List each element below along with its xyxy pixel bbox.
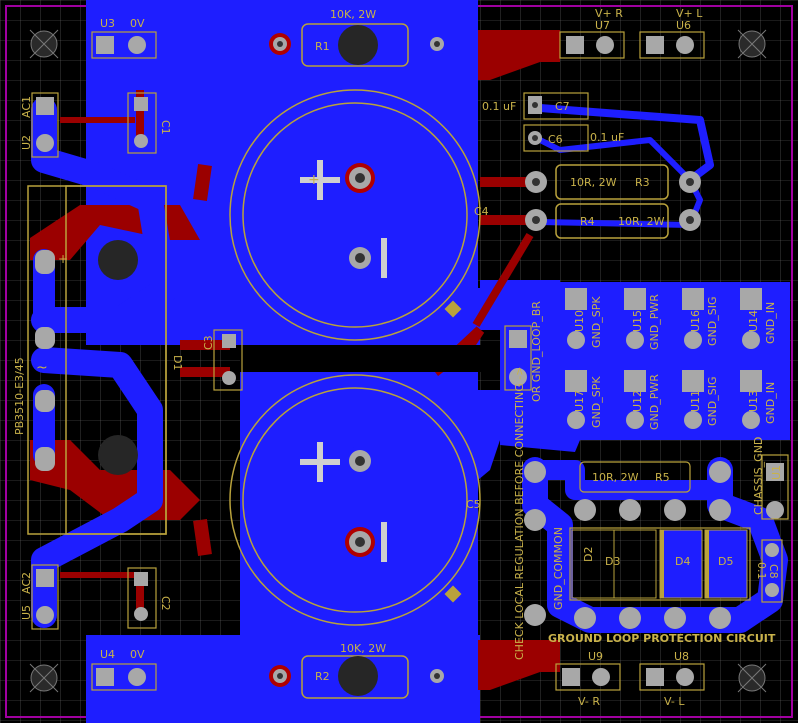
label-u9: U9 — [588, 650, 603, 663]
label-u5: U5 — [20, 605, 33, 620]
label-c6-value: 0.1 uF — [590, 131, 624, 144]
resistor-r4 — [525, 203, 701, 239]
label-gnd-header-ref: U15 — [631, 310, 644, 332]
label-gnd-header-net: GND_SIG — [706, 377, 719, 426]
label-gnd-header-ref: U10 — [573, 310, 586, 332]
label-gnd-header-ref: U11 — [689, 390, 702, 412]
label-c6: C6 — [548, 133, 563, 146]
label-u4-value: 0V — [130, 648, 145, 661]
label-d2: D2 — [582, 547, 595, 562]
label-r5: R5 — [655, 471, 670, 484]
label-gnd-header-ref: U12 — [631, 390, 644, 412]
label-d3: D3 — [605, 555, 620, 568]
label-d4: D4 — [675, 555, 690, 568]
label-u6-value: V+ L — [676, 7, 703, 20]
label-gnd-common: GND_COMMON — [552, 527, 565, 610]
label-gnd-header-ref: U16 — [689, 310, 702, 332]
label-r3: R3 — [635, 176, 650, 189]
resistor-r1 — [269, 23, 448, 67]
label-u1-value: CHASSIS_GND — [752, 437, 765, 515]
label-gnd-header-ref: U14 — [747, 310, 760, 332]
tilde-sign-bridge: ~ — [36, 360, 48, 376]
capacitor-c4 — [229, 89, 481, 341]
capacitor-c6-c7 — [523, 92, 589, 152]
label-gnd-header-net: GND_SPK — [590, 296, 603, 348]
gnd-headers-pads — [565, 288, 762, 429]
label-d5: D5 — [718, 555, 733, 568]
label-gnd-header-ref: U13 — [747, 390, 760, 412]
label-r1: R1 — [315, 40, 330, 53]
label-r3-value: 10R, 2W — [570, 176, 617, 189]
label-r5-value: 10R, 2W — [592, 471, 639, 484]
label-u6: U6 — [676, 19, 691, 32]
label-u2: U2 — [20, 135, 33, 150]
label-gnd-header-ref: U17 — [573, 390, 586, 412]
capacitor-c5 — [229, 374, 481, 626]
label-gnd-header-net: GND_SPK — [590, 376, 603, 428]
label-u7-value: V+ R — [595, 7, 623, 20]
resistor-r2 — [269, 655, 448, 699]
label-r2-value: 10K, 2W — [340, 642, 386, 655]
label-c2: C2 — [159, 596, 172, 611]
label-u4: U4 — [100, 648, 115, 661]
label-d1: D1 — [171, 355, 184, 370]
label-c5: C5 — [466, 498, 481, 511]
ground-loop-title: GROUND LOOP PROTECTION CIRCUIT — [548, 632, 776, 645]
label-gnd-header-net: GND_PWR — [648, 374, 661, 430]
label-gnd-header-net: GND_PWR — [648, 294, 661, 350]
label-gnd-loop-br: OR GND_LOOP_BR — [530, 301, 543, 402]
label-gnd-header-net: GND_SIG — [706, 297, 719, 346]
label-c8: C8 — [767, 564, 780, 579]
label-u5-value: AC2 — [20, 572, 33, 594]
ground-loop-section — [524, 454, 789, 629]
label-u3: U3 — [100, 17, 115, 30]
label-u8-value: V- L — [664, 695, 685, 708]
label-u9-value: V- R — [578, 695, 600, 708]
label-c3: C3 — [202, 335, 215, 350]
separation-gap — [240, 345, 480, 372]
label-c7: C7 — [555, 100, 570, 113]
mounting-holes — [29, 29, 767, 693]
header-pads — [31, 31, 705, 691]
label-r2: R2 — [315, 670, 330, 683]
label-c7-value: 0.1 uF — [482, 100, 516, 113]
label-c1: C1 — [159, 120, 172, 135]
label-r4-value: 10R, 2W — [618, 215, 665, 228]
label-u2-value: AC1 — [20, 96, 33, 118]
resistor-r3 — [525, 164, 701, 200]
label-bridge: PB3510-E3/45 — [13, 357, 26, 435]
label-gnd-header-net: GND_IN — [764, 382, 777, 424]
plus-sign-c4: + — [308, 172, 320, 188]
label-r1-value: 10K, 2W — [330, 8, 376, 21]
label-gnd-header-net: GND_IN — [764, 302, 777, 344]
top-traces — [31, 97, 788, 633]
label-c4: C4 — [474, 205, 489, 218]
label-c8-value: 0.1 — [755, 562, 768, 580]
label-check-note: CHECK LOCAL REGULATION BEFORE CONNECTING… — [513, 367, 526, 660]
label-u3-value: 0V — [130, 17, 145, 30]
plus-sign-bridge: + — [58, 252, 68, 266]
label-u7: U7 — [595, 19, 610, 32]
label-r4: R4 — [580, 215, 595, 228]
label-u1: U1 — [770, 465, 783, 480]
label-u8: U8 — [674, 650, 689, 663]
bridge-rectifier — [27, 185, 167, 535]
